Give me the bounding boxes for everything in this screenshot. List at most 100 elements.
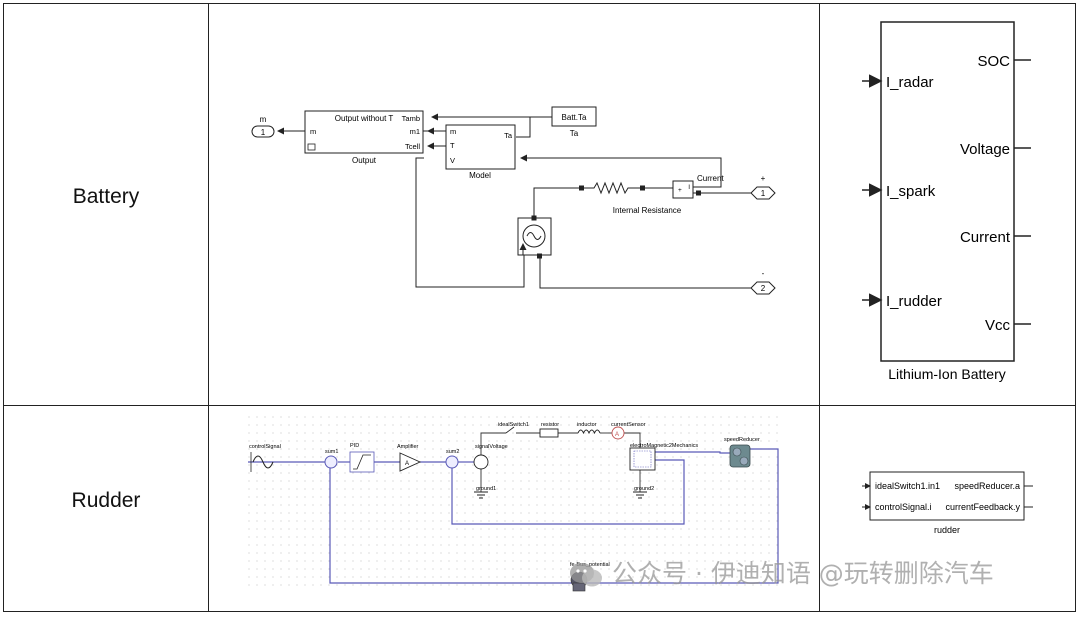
- port-minus-label: -: [762, 269, 765, 278]
- battery-input-i-rudder[interactable]: I_rudder: [862, 293, 942, 310]
- output-port-m1: m1: [410, 127, 420, 136]
- modelica-canvas-grid: [248, 410, 781, 592]
- pid-block[interactable]: PID: [349, 443, 375, 473]
- row-label-rudder: Rudder: [71, 489, 141, 512]
- rudder-input-ideal-switch[interactable]: idealSwitch1.in1: [862, 481, 940, 491]
- model-port-ta: Ta: [504, 131, 513, 140]
- svg-text:idealSwitch1: idealSwitch1: [498, 422, 529, 428]
- table-divider-row: [3, 405, 1076, 406]
- svg-text:sum2: sum2: [446, 449, 459, 455]
- outport-m-label: m: [260, 115, 267, 124]
- output-block[interactable]: Output without T m Tamb m1 Tcell Output: [304, 110, 424, 165]
- current-label: Current: [697, 174, 724, 183]
- ideal-switch-block[interactable]: idealSwitch1: [498, 422, 529, 434]
- lithium-ion-battery-block: I_radar I_spark I_rudder SOC Voltage Cur…: [821, 5, 1074, 404]
- battery-input-i-spark[interactable]: I_spark: [862, 183, 936, 200]
- electromagnetic-block[interactable]: electroMagnetic2Mechanics: [629, 443, 698, 471]
- svg-text:controlSignal.i: controlSignal.i: [875, 502, 932, 512]
- sensor-port-i: I: [688, 184, 690, 191]
- amplifier-block[interactable]: A Amplifier: [397, 444, 422, 472]
- svg-text:A: A: [405, 461, 409, 467]
- battery-output-voltage[interactable]: Voltage: [960, 141, 1031, 158]
- ta-label: Ta: [570, 129, 579, 138]
- internal-resistance-label: Internal Resistance: [613, 206, 682, 215]
- wechat-icon: [568, 560, 604, 590]
- svg-text:speedReducer.a: speedReducer.a: [954, 481, 1020, 491]
- port-plus-1[interactable]: + 1: [750, 174, 776, 200]
- battery-output-current[interactable]: Current: [960, 229, 1031, 246]
- output-port-tamb: Tamb: [402, 114, 420, 123]
- row-label-battery: Battery: [72, 185, 140, 208]
- rudder-output-speed-reducer[interactable]: speedReducer.a: [954, 481, 1033, 491]
- svg-text:ground2: ground2: [634, 486, 654, 492]
- battery-block-body: [880, 21, 1015, 362]
- current-sensor[interactable]: + I Current: [672, 174, 724, 199]
- outport-m-number: 1: [261, 128, 266, 137]
- resistor-block[interactable]: resistor: [539, 422, 559, 438]
- svg-text:PID: PID: [350, 443, 359, 449]
- svg-text:Amplifier: Amplifier: [397, 444, 419, 450]
- inductor-block[interactable]: inductor: [577, 422, 601, 435]
- port-plus-label: +: [761, 174, 766, 183]
- svg-text:resistor: resistor: [541, 422, 559, 428]
- control-signal-block[interactable]: controlSignal: [249, 444, 281, 472]
- output-block-name: Output: [352, 156, 377, 165]
- port1-number: 1: [761, 189, 766, 198]
- svg-text:controlSignal: controlSignal: [249, 444, 281, 450]
- ground1-block[interactable]: ground1: [474, 486, 496, 499]
- svg-text:SOC: SOC: [977, 53, 1010, 70]
- rudder-output-current-feedback[interactable]: currentFeedback.y: [945, 502, 1033, 512]
- table-divider-col2: [819, 3, 820, 612]
- model-port-m: m: [450, 127, 456, 136]
- svg-text:speedReducer: speedReducer: [724, 437, 760, 443]
- outport-m[interactable]: 1 m: [251, 115, 275, 138]
- voltage-source[interactable]: [517, 215, 552, 259]
- rudder-block-name: rudder: [934, 525, 960, 535]
- sensor-port-plus: +: [678, 187, 682, 194]
- model-block-name: Model: [469, 171, 491, 180]
- batt-ta-label: Batt.Ta: [562, 113, 587, 122]
- svg-text:fe-Bus_potential: fe-Bus_potential: [570, 562, 610, 568]
- svg-text:Vcc: Vcc: [985, 317, 1011, 334]
- internal-resistance[interactable]: Internal Resistance: [579, 181, 682, 215]
- table-divider-col1: [208, 3, 209, 612]
- svg-text:inductor: inductor: [577, 422, 597, 428]
- sum1-block[interactable]: sum1: [324, 449, 338, 469]
- svg-text:electroMagnetic2Mechanics: electroMagnetic2Mechanics: [630, 443, 698, 449]
- model-port-t: T: [450, 141, 455, 150]
- ground2-block[interactable]: ground2: [633, 486, 654, 499]
- output-block-title: Output without T: [335, 114, 394, 123]
- model-port-v: V: [450, 156, 455, 165]
- svg-text:currentSensor: currentSensor: [611, 422, 646, 428]
- rudder-input-control-signal[interactable]: controlSignal.i: [862, 502, 932, 512]
- sum2-block[interactable]: sum2: [445, 449, 459, 469]
- output-port-tcell: Tcell: [405, 142, 420, 151]
- rudder-block: idealSwitch1.in1 controlSignal.i speedRe…: [821, 407, 1074, 611]
- svg-text:Current: Current: [960, 229, 1011, 246]
- port-minus-2[interactable]: - 2: [750, 269, 776, 295]
- battery-output-vcc[interactable]: Vcc: [985, 317, 1031, 334]
- svg-text:ground1: ground1: [476, 486, 496, 492]
- watermark: 公众号 · 伊迪知语 @玩转删除汽车: [568, 554, 1068, 594]
- output-port-m: m: [310, 127, 316, 136]
- battery-input-i-radar[interactable]: I_radar: [862, 74, 934, 91]
- watermark-text: 公众号 · 伊迪知语 @玩转删除汽车: [612, 559, 994, 588]
- svg-text:sum1: sum1: [325, 449, 338, 455]
- batt-ta-block[interactable]: Batt.Ta Ta: [551, 106, 597, 138]
- model-block[interactable]: m T V Ta Model: [445, 124, 516, 180]
- svg-text:Voltage: Voltage: [960, 141, 1010, 158]
- battery-block-name: Lithium-Ion Battery: [888, 366, 1006, 382]
- svg-text:currentFeedback.y: currentFeedback.y: [945, 502, 1020, 512]
- svg-text:idealSwitch1.in1: idealSwitch1.in1: [875, 481, 940, 491]
- signal-voltage-block[interactable]: signalVoltage: [473, 444, 508, 470]
- svg-text:signalVoltage: signalVoltage: [475, 444, 508, 450]
- svg-text:I_radar: I_radar: [886, 74, 934, 91]
- svg-text:A: A: [615, 432, 619, 438]
- port2-number: 2: [761, 284, 766, 293]
- svg-text:I_spark: I_spark: [886, 183, 936, 200]
- current-sensor-block[interactable]: A currentSensor: [611, 422, 646, 440]
- battery-output-soc[interactable]: SOC: [977, 53, 1031, 70]
- battery-simulink-diagram: 1 m Output without T m Tamb m1 Tcell Out…: [210, 5, 818, 404]
- speed-reducer-block[interactable]: speedReducer: [724, 437, 760, 468]
- svg-text:I_rudder: I_rudder: [886, 293, 942, 310]
